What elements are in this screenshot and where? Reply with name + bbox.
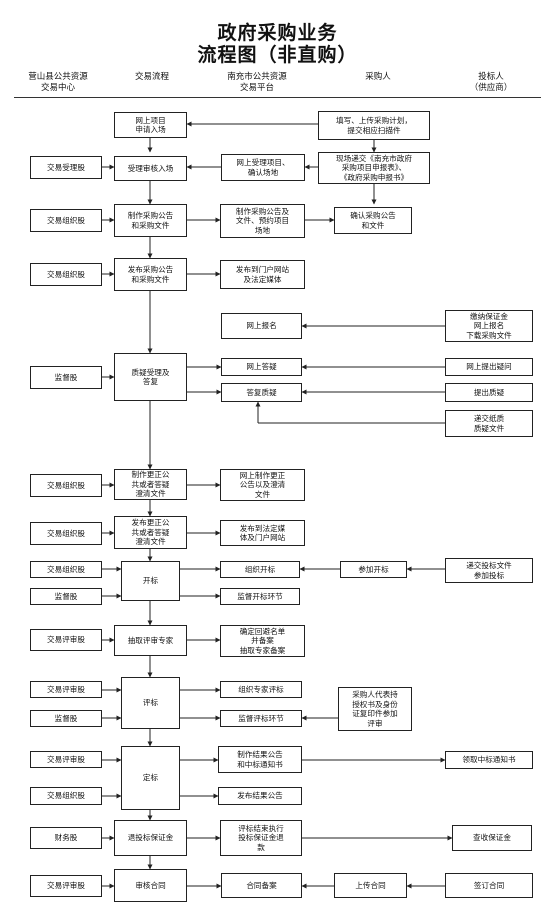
page-title-line1: 政府采购业务: [217, 22, 338, 44]
organize-open-box: 组织开标: [220, 561, 300, 578]
online-signup-box: 网上报名: [221, 313, 302, 339]
col-header-platform: 南充市公共资源 交易平台: [227, 72, 287, 93]
monitor-eval-box: 监督评标环节: [220, 710, 302, 727]
fill-plan-box: 填写、上传采购计划， 提交相应扫描件: [318, 111, 430, 140]
publish-result-box: 发布结果公告: [218, 787, 302, 805]
trade-org-dept-box-6: 交易组织股: [30, 787, 102, 805]
receive-notice-box: 领取中标通知书: [445, 751, 533, 769]
refund-after-box: 评标结束执行 投标保证金退 款: [220, 820, 302, 856]
determine-experts-box: 确定回避名单 并备案 抽取专家备案: [220, 625, 305, 657]
submit-forms-box: 现场递交《南充市政府 采购项目申报表》、 《政府采购申报书》: [318, 152, 430, 184]
make-result-box: 制作结果公告 和中标通知书: [218, 746, 302, 773]
trade-eval-dept-box-3: 交易评审股: [30, 751, 102, 768]
evaluate-box: 评标: [121, 677, 180, 729]
make-notice-box: 制作采购公告 和采购文件: [114, 204, 187, 237]
supervise-dept-box-1: 监督股: [30, 366, 102, 389]
sign-contract-box: 签订合同: [445, 873, 533, 898]
online-question-box: 网上提出疑问: [445, 358, 533, 376]
publish-notice-box: 发布采购公告 和采购文件: [114, 258, 187, 291]
make-correction-box: 制作更正公 共或者答疑 澄清文件: [114, 469, 187, 500]
page-title-line2: 流程图（非直购）: [197, 44, 358, 66]
accept-review-box: 受理审核入场: [114, 156, 187, 181]
online-correction-box: 网上制作更正 公告以及澄清 文件: [220, 469, 305, 501]
organize-experts-box: 组织专家评标: [220, 681, 302, 698]
finance-dept-box: 财务股: [30, 827, 102, 849]
trade-org-dept-box-5: 交易组织股: [30, 561, 102, 578]
trade-eval-dept-box-4: 交易评审股: [30, 875, 102, 897]
trade-org-dept-box-2: 交易组织股: [30, 263, 102, 286]
query-accept-box: 质疑受理及 答复: [114, 353, 187, 401]
draw-experts-box: 抽取评审专家: [114, 625, 187, 656]
make-files-box: 制作采购公告及 文件、预约项目 场地: [220, 204, 305, 238]
online-answer-box: 网上答疑: [221, 358, 302, 376]
reply-challenge-box: 答复质疑: [221, 383, 302, 402]
trade-eval-dept-box-1: 交易评审股: [30, 629, 102, 651]
trade-org-dept-box-3: 交易组织股: [30, 474, 102, 497]
raise-challenge-box: 提出质疑: [445, 383, 533, 402]
publish-media-box: 发布到法定媒 体及门户网站: [220, 520, 305, 546]
supervise-dept-box-2: 监督股: [30, 588, 102, 605]
col-header-bidder: 投标人 （供应商）: [469, 72, 513, 93]
decide-box: 定标: [121, 746, 180, 810]
trade-org-dept-box-1: 交易组织股: [30, 209, 102, 232]
confirm-notice-box: 确认采购公告 和文件: [334, 207, 412, 234]
supervise-dept-box-3: 监督股: [30, 710, 102, 727]
trade-eval-dept-box-2: 交易评审股: [30, 681, 102, 698]
col-header-process: 交易流程: [134, 72, 169, 82]
submit-paper-box: 递交纸质 质疑文件: [445, 410, 533, 437]
contract-record-box: 合同备案: [221, 873, 302, 898]
header-divider: [14, 97, 541, 98]
trade-org-dept-box-4: 交易组织股: [30, 522, 102, 545]
submit-bid-box: 递交投标文件 参加投标: [445, 558, 533, 583]
open-bid-box: 开标: [121, 561, 180, 601]
refund-deposit-box: 退投标保证金: [114, 820, 187, 856]
attend-open-box: 参加开标: [340, 561, 407, 578]
monitor-open-box: 监督开标环节: [220, 588, 300, 605]
publish-web-box: 发布到门户网站 及法定媒体: [220, 260, 305, 289]
check-deposit-box: 查收保证金: [452, 825, 532, 851]
publish-correction-box: 发布更正公 共或者答疑 澄清文件: [114, 516, 187, 549]
online-accept-box: 网上受理项目、 确认场地: [221, 154, 305, 181]
purchaser-rep-box: 采购人代表持 授权书及身份 证复印件参加 评审: [338, 687, 412, 731]
upload-contract-box: 上传合同: [334, 873, 407, 898]
col-header-resource-center: 营山县公共资源 交易中心: [28, 72, 88, 93]
col-header-purchaser: 采购人: [365, 72, 391, 82]
pay-deposit-box: 缴纳保证金 网上报名 下载采购文件: [445, 310, 533, 342]
trade-accept-dept-box: 交易受理股: [30, 156, 102, 179]
online-apply-box: 网上项目 申请入场: [114, 112, 187, 138]
review-contract-box: 审核合同: [114, 869, 187, 902]
